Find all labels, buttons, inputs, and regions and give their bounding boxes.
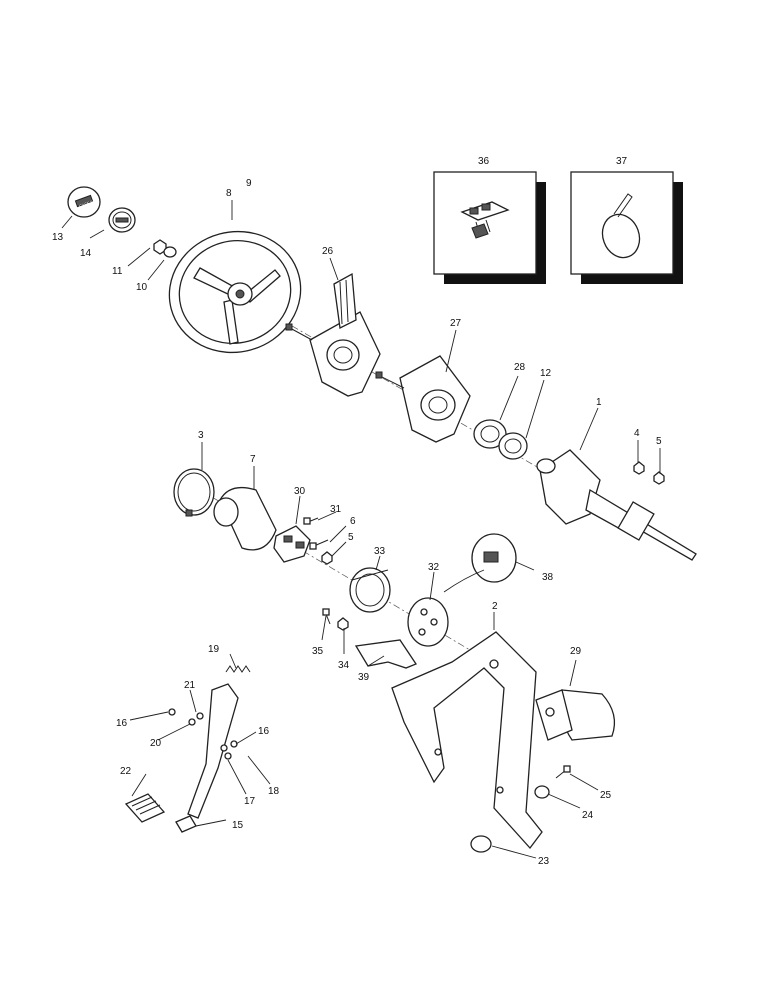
bracket-39 [354, 639, 417, 669]
callout-30: 30 [294, 486, 306, 497]
horn-cap-13 [67, 186, 101, 218]
callout-15: 15 [232, 820, 244, 831]
nut-4 [633, 461, 645, 475]
leader-lines [61, 200, 661, 859]
callout-28: 28 [514, 362, 526, 373]
callout-21: 21 [184, 680, 196, 691]
callout-38: 38 [542, 572, 554, 583]
bushing-28 [473, 419, 507, 449]
callout-labels: 1 2 3 4 5 5 6 7 8 9 10 11 12 13 14 15 16… [52, 156, 662, 867]
pedal-arm-15 [175, 683, 239, 833]
pedal-bracket-2 [391, 631, 543, 850]
plate-38 [443, 533, 517, 593]
callout-7: 7 [250, 454, 256, 465]
motor-29 [535, 689, 616, 741]
inset-box-37 [570, 171, 683, 284]
callout-19: 19 [208, 644, 220, 655]
callout-36: 36 [478, 156, 490, 167]
steering-column-1 [536, 449, 697, 561]
callout-31: 31 [330, 504, 342, 515]
ring-12 [498, 432, 528, 460]
screw-6 [309, 539, 329, 550]
horn-cap-logo: CASE IH [78, 199, 95, 209]
steering-wheel-9 [168, 230, 302, 354]
callout-35: 35 [312, 646, 324, 657]
callout-14: 14 [80, 248, 92, 259]
spring-19 [225, 665, 251, 673]
clamp-3 [173, 468, 215, 517]
callout-27: 27 [450, 318, 462, 329]
callout-10: 10 [136, 282, 148, 293]
pins-16-17-18-20-21 [168, 708, 238, 760]
callout-34: 34 [338, 660, 350, 671]
callout-17: 17 [244, 796, 256, 807]
callout-39: 39 [358, 672, 370, 683]
bolt-25 [555, 765, 571, 779]
callout-16-left: 16 [116, 718, 128, 729]
callout-4: 4 [634, 428, 640, 439]
callout-24: 24 [582, 810, 594, 821]
callout-11: 11 [112, 266, 123, 277]
housing-33 [349, 567, 391, 613]
disc-32 [407, 597, 449, 647]
switch-housing-27 [375, 355, 471, 443]
callout-5-lower: 5 [348, 532, 354, 543]
callout-29: 29 [570, 646, 582, 657]
callout-2: 2 [492, 601, 498, 612]
cable-tie-icon [601, 193, 641, 259]
coupler-30 [273, 525, 311, 563]
callout-1: 1 [596, 397, 602, 408]
callout-22: 22 [120, 766, 132, 777]
boot-7 [213, 486, 277, 551]
callout-20: 20 [150, 738, 162, 749]
inset-box-36 [433, 171, 546, 284]
callout-23: 23 [538, 856, 550, 867]
callout-26: 26 [322, 246, 334, 257]
callout-3: 3 [198, 430, 204, 441]
callout-18: 18 [268, 786, 280, 797]
callout-25: 25 [600, 790, 612, 801]
nut-34 [337, 617, 349, 631]
callout-37: 37 [616, 156, 628, 167]
callout-6: 6 [350, 516, 356, 527]
wire-connector-icon [460, 201, 510, 239]
callout-8: 8 [226, 188, 232, 199]
pedal-pad-22 [124, 793, 166, 823]
bumper-23 [470, 835, 492, 853]
washer-24 [534, 785, 550, 799]
callout-9: 9 [246, 178, 252, 189]
callout-32: 32 [428, 562, 440, 573]
switch-housing-26 [285, 272, 381, 397]
washer-10 [163, 246, 177, 258]
horn-button-14 [108, 207, 136, 233]
screw-31 [303, 517, 319, 525]
nut-5-lower [321, 551, 333, 565]
callout-5-upper: 5 [656, 436, 662, 447]
screw-35 [322, 608, 331, 625]
callout-12: 12 [540, 368, 552, 379]
callout-13: 13 [52, 232, 64, 243]
bolt-5-upper [653, 471, 665, 485]
callout-16-right: 16 [258, 726, 270, 737]
callout-33: 33 [374, 546, 386, 557]
